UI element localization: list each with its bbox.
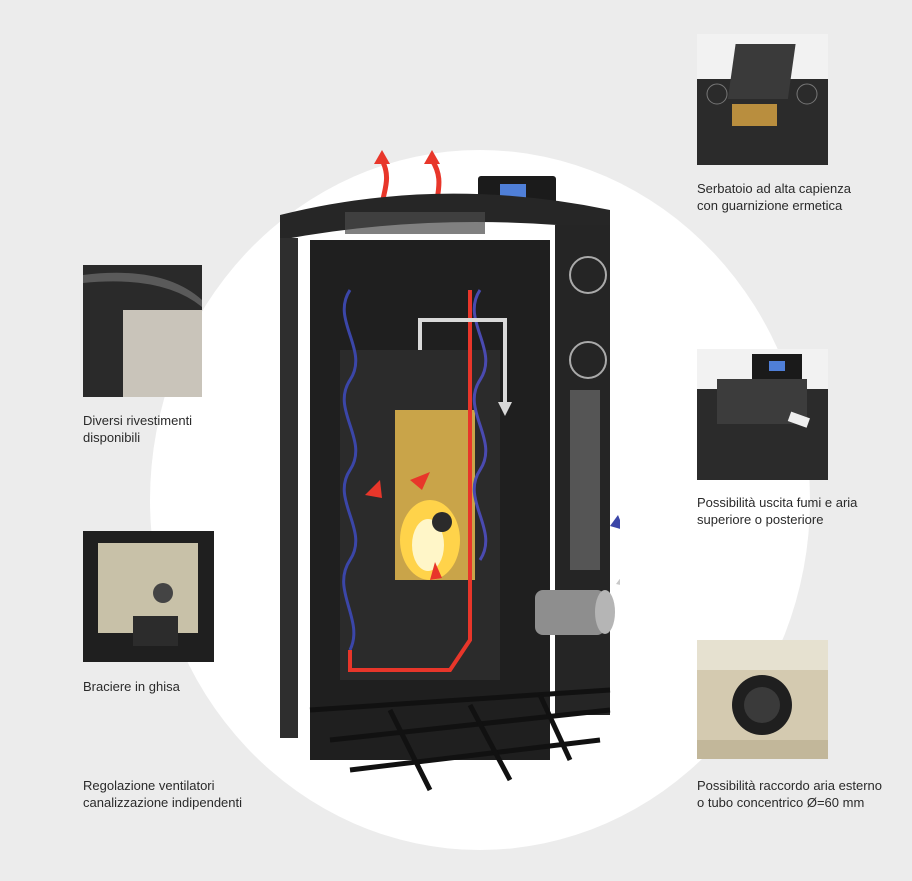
stove-base-grid xyxy=(309,687,611,792)
cold-air-path-left xyxy=(342,289,358,651)
left-frame xyxy=(280,238,298,738)
stove-cutaway-diagram xyxy=(270,150,672,805)
caption-coatings: Diversi rivestimenti disponibili xyxy=(83,413,193,445)
caption-exhaust: Possibilità uscita fumi e aria superiore… xyxy=(697,495,858,527)
cold-air-path-right xyxy=(472,289,488,561)
caption-brazier: Braciere in ghisa xyxy=(83,679,180,694)
exhaust-photo xyxy=(697,349,828,480)
caption-tank: Serbatoio ad alta capienza con guarnizio… xyxy=(697,181,851,213)
hot-air-path xyxy=(348,290,472,672)
caption-fans: Regolazione ventilatori canalizzazione i… xyxy=(83,778,243,810)
coating-photo xyxy=(83,265,202,397)
outside-air-photo xyxy=(697,640,828,759)
flue-path xyxy=(418,318,507,410)
brazier-photo xyxy=(83,531,214,662)
caption-outside-air: Possibilità raccordo aria esterno o tubo… xyxy=(697,778,882,810)
exhaust-pipe xyxy=(535,590,605,635)
tank-photo xyxy=(697,34,828,165)
